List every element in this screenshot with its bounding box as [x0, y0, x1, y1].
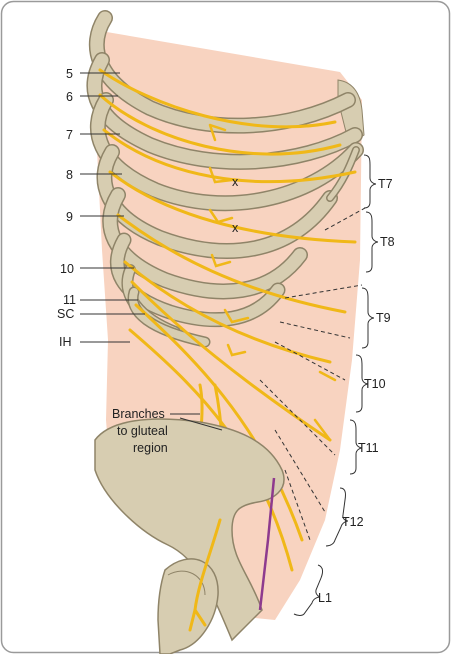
- left-labels: 5 6 7 8 9 10 11 SC IH: [57, 67, 145, 349]
- label-rib-7: 7: [66, 128, 73, 142]
- gluteal-annotation: Branches to gluteal region: [112, 407, 223, 455]
- label-rib-9: 9: [66, 210, 73, 224]
- label-rib-10: 10: [60, 262, 74, 276]
- label-rib-5: 5: [66, 67, 73, 81]
- label-t12: T12: [342, 515, 364, 529]
- label-rib-11: 11: [63, 293, 76, 307]
- label-rib-8: 8: [66, 168, 73, 182]
- nerve-t7: [102, 128, 357, 184]
- nerves: [98, 68, 357, 592]
- label-t8: T8: [380, 235, 395, 249]
- nerve-t9: [116, 213, 347, 314]
- acetabulum: [167, 570, 206, 596]
- nerve-t8: [108, 170, 357, 244]
- annotation-line-3: region: [133, 441, 168, 455]
- right-brackets: [293, 154, 379, 616]
- iliac-crest: [94, 418, 285, 642]
- label-t7: T7: [378, 177, 393, 191]
- label-t10: T10: [364, 377, 386, 391]
- nerve-t12: [134, 303, 304, 542]
- right-labels: T7 T8 T9 T10 T11 T12 L1: [318, 177, 395, 605]
- annotation-line-1: Branches: [112, 407, 165, 421]
- artery: [258, 477, 276, 611]
- label-l1: L1: [318, 591, 332, 605]
- label-t9: T9: [376, 311, 391, 325]
- nerve-t11: [130, 280, 332, 442]
- mark-x-2: x: [232, 221, 239, 235]
- label-t11: T11: [358, 441, 379, 455]
- nerve-6: [98, 93, 342, 156]
- mark-x-1: x: [232, 175, 239, 189]
- dermatome-boundaries: [259, 207, 366, 541]
- label-rib-6: 6: [66, 90, 73, 104]
- label-ih: IH: [59, 335, 72, 349]
- nerve-5: [98, 68, 337, 129]
- femur-head: [157, 558, 219, 654]
- label-sc: SC: [57, 307, 74, 321]
- annotation-line-2: to gluteal: [117, 424, 168, 438]
